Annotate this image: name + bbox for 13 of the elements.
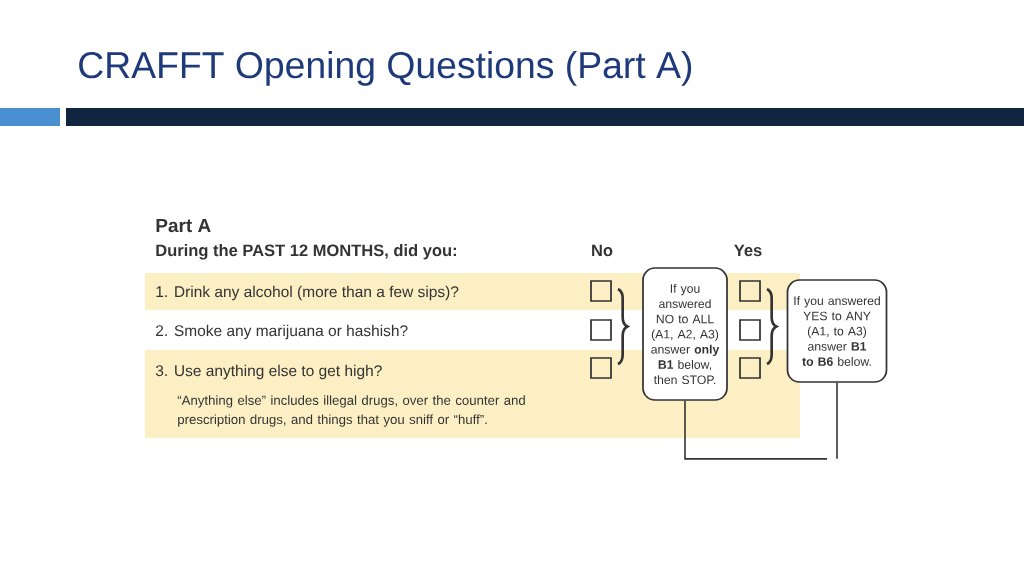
question-text: 1. Drink any alcohol (more than a few sips)? xyxy=(156,285,459,301)
column-heading: No xyxy=(592,244,613,257)
connector-line xyxy=(836,382,838,460)
slide-title: CRAFFT Opening Questions (Part A) xyxy=(79,50,692,86)
question-text: 3. Use anything else to get high? xyxy=(155,364,382,380)
callout-box: If you answered YES to ANY (A1, to A3) answer B1 to B6 below. xyxy=(786,279,888,383)
column-heading: Yes xyxy=(734,244,762,257)
section-heading: Part A xyxy=(156,218,211,233)
callout-box: If you answered NO to ALL (A1, A2, A3) answer only B1 below, then STOP. xyxy=(642,267,728,401)
question-heading: During the PAST 12 MONTHS, did you: xyxy=(156,244,456,260)
question-text: 2. Smoke any marijuana or hashish? xyxy=(156,324,408,340)
connector-line xyxy=(684,400,828,460)
note-text: “Anything else” includes illegal drugs, over the counter and prescription drugs, and things that you sniff or “huff”. xyxy=(177,395,525,427)
